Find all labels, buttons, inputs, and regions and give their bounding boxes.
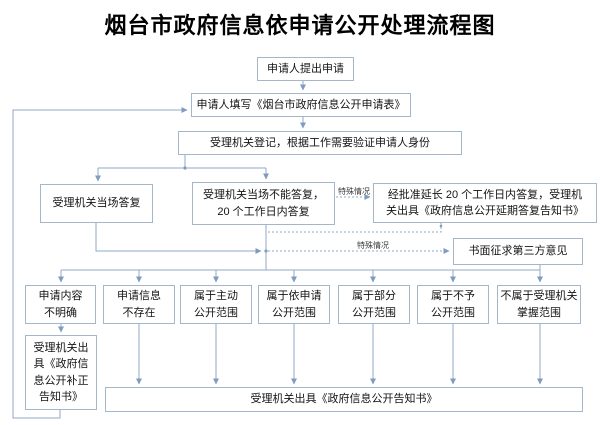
node-partial-disclosure: 属于部分 公开范围 bbox=[338, 285, 410, 324]
node-disclosure-on-request: 属于依申请 公开范围 bbox=[258, 285, 330, 324]
node-info-not-exist: 申请信息 不存在 bbox=[103, 285, 175, 324]
node-content-unclear: 申请内容 不明确 bbox=[25, 285, 96, 324]
special-case-label-2: 特殊情况 bbox=[357, 241, 389, 250]
node-reply-on-spot: 受理机关当场答复 bbox=[40, 184, 153, 223]
node-applicant-submits-request: 申请人提出申请 bbox=[257, 57, 354, 81]
node-non-disclosure: 属于不予 公开范围 bbox=[417, 285, 489, 324]
node-third-party-opinion: 书面征求第三方意见 bbox=[453, 238, 583, 265]
node-correction-notice: 受理机关出 具《政府信 息公开补正 告知书》 bbox=[25, 335, 97, 410]
node-disclosure-notice: 受理机关出具《政府信息公开告知书》 bbox=[105, 387, 583, 412]
node-outside-authority-scope: 不属于受理机关 掌握范围 bbox=[497, 285, 581, 324]
node-reply-within-20-days: 受理机关当场不能答复， 20 个工作日内答复 bbox=[192, 182, 335, 225]
node-fill-application-form: 申请人填写《烟台市政府信息公开申请表》 bbox=[191, 93, 411, 117]
node-register-verify-identity: 受理机关登记，根据工作需要验证申请人身份 bbox=[178, 131, 462, 155]
page-title: 烟台市政府信息依申请公开处理流程图 bbox=[104, 13, 496, 38]
node-proactive-disclosure: 属于主动 公开范围 bbox=[180, 285, 252, 324]
special-case-label-1: 特殊情况 bbox=[338, 187, 370, 196]
node-extended-reply-notice: 经批准延长 20 个工作日内答复，受理机 关出具《政府信息公开延期答复告知书》 bbox=[373, 183, 597, 223]
